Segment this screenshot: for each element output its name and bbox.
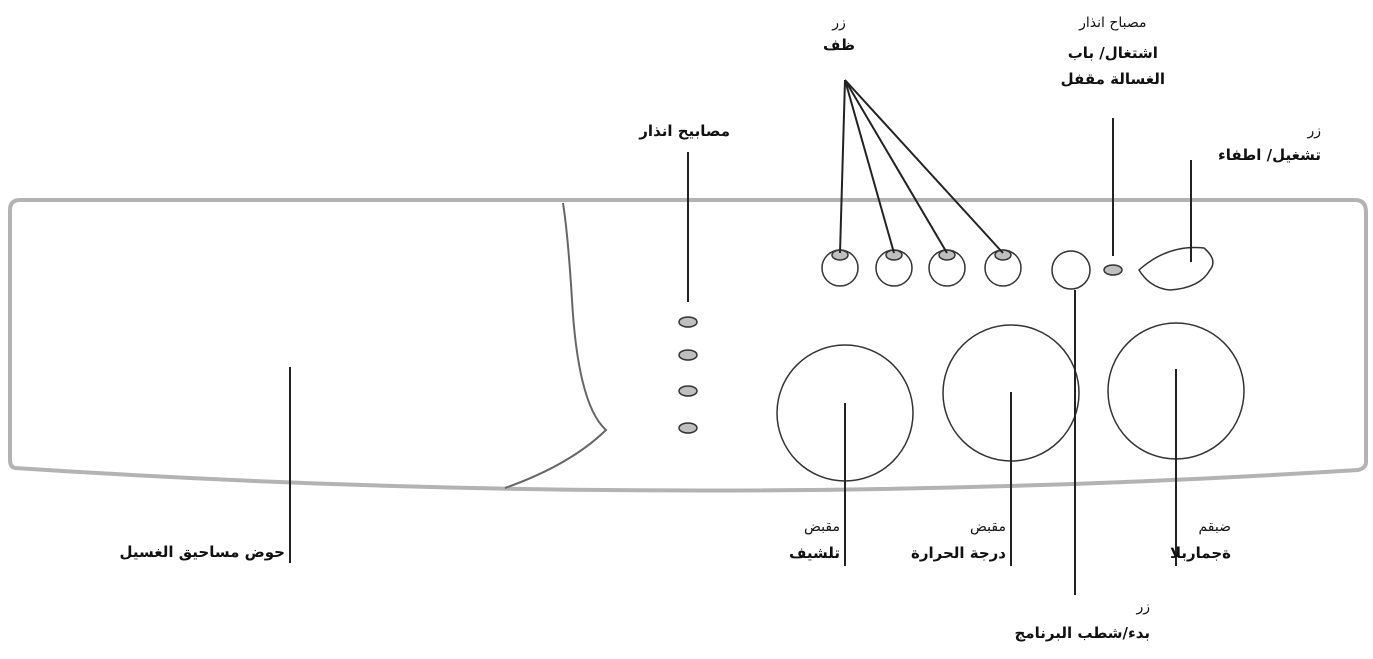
label-power-button: زر تشغيل/ اطفاء (1218, 123, 1321, 164)
label-program-knob: ضبقم ةجماربلا (1169, 519, 1231, 562)
label-door-lock-light: مصباح انذار اشتغال/ باب الغسالة مقفل (1060, 15, 1165, 88)
option-button-1[interactable] (821, 249, 859, 287)
label-option-buttons: زر ظف (823, 15, 855, 54)
leader-option-1 (839, 79, 846, 254)
warning-light-3 (678, 385, 698, 397)
warning-light-2 (678, 349, 698, 361)
option-button-3[interactable] (928, 249, 966, 287)
warning-light-1 (678, 316, 698, 328)
drawer-divider-curve (504, 202, 608, 489)
door-lock-indicator (1103, 264, 1123, 276)
label-softener-drawer: حوض مساحيق الغسيل (119, 543, 286, 561)
label-start-button: زر بدء/شطب البرنامج (1014, 599, 1151, 642)
control-panel-outline (8, 198, 1368, 493)
warning-lights (678, 316, 698, 434)
option-button-2[interactable] (875, 249, 913, 287)
label-spin-knob: مقبض تلشيف (788, 519, 840, 562)
option-button-4[interactable] (984, 249, 1022, 287)
start-cancel-button[interactable] (1051, 250, 1091, 290)
leader-lines (289, 79, 1192, 595)
label-warning-lights: مصابيح انذار (639, 122, 730, 140)
label-temp-knob: مقبض درجة الحرارة (910, 519, 1006, 562)
power-button[interactable] (1138, 246, 1214, 291)
leader-option-3 (844, 79, 948, 254)
leader-option-2 (844, 79, 895, 254)
leader-option-4 (844, 79, 1004, 254)
option-buttons (821, 249, 1022, 287)
warning-light-4 (678, 422, 698, 434)
